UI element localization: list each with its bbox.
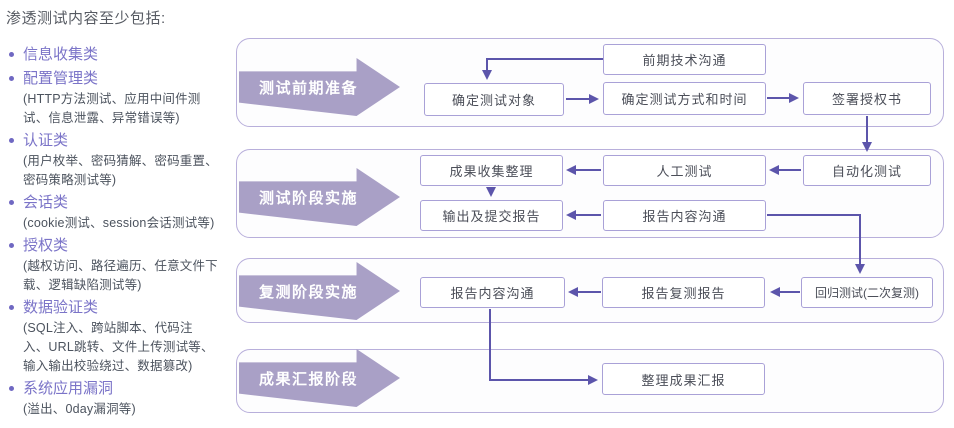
flow-box-determine-test-target: 确定测试对象	[424, 83, 564, 116]
bullet-icon	[9, 52, 14, 57]
category-label: 数据验证类	[23, 299, 99, 316]
bullet-icon	[9, 200, 14, 205]
flow-box-output-submit-report: 输出及提交报告	[420, 200, 563, 231]
category-label: 授权类	[23, 237, 69, 254]
category-label: 系统应用漏洞	[23, 380, 114, 397]
bullet-icon	[9, 138, 14, 143]
category-label: 配置管理类	[23, 70, 99, 87]
category-desc: (HTTP方法测试、应用中间件测试、信息泄露、异常错误等)	[23, 92, 201, 125]
flow-box-collect-results: 成果收集整理	[420, 155, 563, 186]
category-item-data-validation: 数据验证类 (SQL注入、跨站脚本、代码注入、URL跳转、文件上传测试等、输入输…	[6, 296, 230, 376]
category-item-authentication: 认证类 (用户枚举、密码猜解、密码重置、密码策略测试等)	[6, 129, 230, 190]
category-item-config-mgmt: 配置管理类 (HTTP方法测试、应用中间件测试、信息泄露、异常错误等)	[6, 67, 230, 128]
flow-box-report-content-comm: 报告内容沟通	[603, 200, 766, 231]
category-desc: (溢出、0day漏洞等)	[23, 402, 136, 416]
flow-box-regression-test: 回归测试(二次复测)	[801, 277, 933, 308]
category-label: 信息收集类	[23, 46, 99, 63]
flow-box-manual-test: 人工测试	[603, 155, 766, 186]
category-item-session: 会话类 (cookie测试、session会话测试等)	[6, 191, 230, 233]
category-item-info-collection: 信息收集类	[6, 43, 230, 66]
flow-box-pre-technical-comm: 前期技术沟通	[603, 44, 766, 75]
flow-box-organize-results-report: 整理成果汇报	[602, 363, 765, 395]
bullet-icon	[9, 76, 14, 81]
category-desc: (用户枚举、密码猜解、密码重置、密码策略测试等)	[23, 154, 218, 187]
flow-box-retest-report: 报告复测报告	[602, 277, 765, 308]
category-desc: (SQL注入、跨站脚本、代码注入、URL跳转、文件上传测试等、输入输出校验绕过、…	[23, 321, 214, 373]
category-desc: (cookie测试、session会话测试等)	[23, 216, 215, 230]
flow-box-sign-authorization: 签署授权书	[803, 82, 931, 115]
bullet-icon	[9, 305, 14, 310]
page-title: 渗透测试内容至少包括:	[6, 10, 166, 27]
category-desc: (越权访问、路径遍历、任意文件下载、逻辑缺陷测试等)	[23, 259, 218, 292]
category-list: 渗透测试内容至少包括: 信息收集类 配置管理类 (HTTP方法测试、应用中间件测…	[6, 7, 230, 420]
flow-box-automated-test: 自动化测试	[803, 155, 931, 186]
bullet-icon	[9, 386, 14, 391]
bullet-icon	[9, 243, 14, 248]
flow-box-determine-method-time: 确定测试方式和时间	[603, 82, 766, 115]
category-label: 会话类	[23, 194, 69, 211]
flow-box-report-content-comm-2: 报告内容沟通	[420, 277, 565, 308]
category-label: 认证类	[23, 132, 69, 149]
category-item-authorization: 授权类 (越权访问、路径遍历、任意文件下载、逻辑缺陷测试等)	[6, 234, 230, 295]
category-item-system-vuln: 系统应用漏洞 (溢出、0day漏洞等)	[6, 377, 230, 419]
